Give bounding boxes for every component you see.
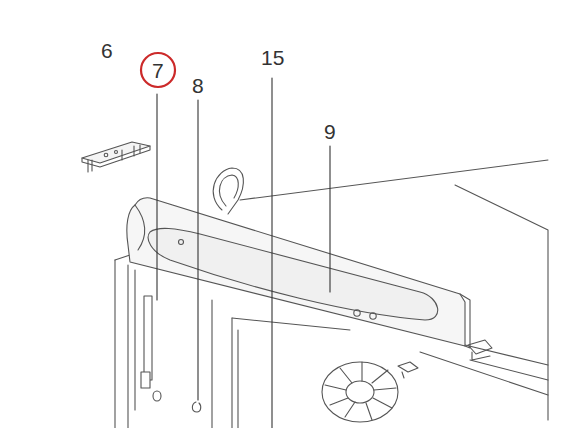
highlight-circle	[141, 53, 175, 87]
callout-number: 7	[152, 60, 164, 81]
leader-line	[329, 146, 330, 292]
hinge-part	[468, 340, 492, 360]
callout-number: 8	[192, 75, 204, 96]
leader-line	[271, 78, 272, 428]
bracket-part	[82, 142, 150, 172]
leader-line	[197, 100, 198, 400]
leader-line	[156, 94, 157, 300]
control-panel	[127, 198, 470, 348]
washer	[153, 391, 161, 401]
callout-number: 6	[101, 40, 113, 61]
strap-loop	[213, 168, 243, 214]
appliance-housing	[115, 160, 548, 428]
callout-number: 9	[324, 121, 336, 142]
hook-part	[192, 402, 200, 412]
callout-number: 15	[261, 47, 284, 68]
slider-part	[141, 296, 152, 388]
fan-part	[322, 362, 398, 422]
clip-part	[398, 362, 418, 378]
